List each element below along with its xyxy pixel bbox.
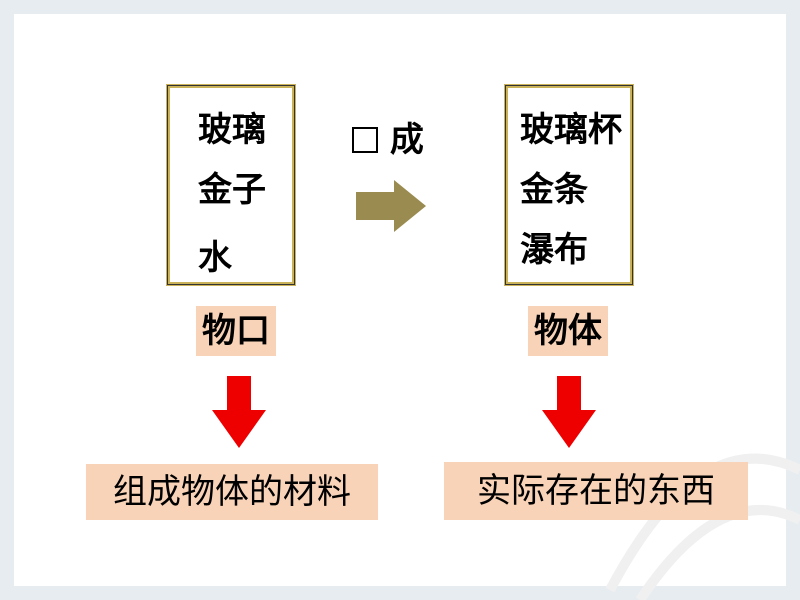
down-arrow-icon <box>542 376 596 448</box>
object-label: 物体 <box>528 306 608 356</box>
right-arrow-icon <box>356 180 426 232</box>
material-item: 金子 <box>198 170 266 210</box>
material-item: 玻璃 <box>198 110 266 150</box>
material-item: 水 <box>198 238 232 278</box>
material-box: 玻璃 金子 水 <box>166 84 296 286</box>
object-box: 玻璃杯 金条 瀑布 <box>504 84 634 286</box>
process-label: 成 <box>352 118 424 162</box>
object-item: 玻璃杯 <box>520 110 622 150</box>
down-arrow-icon <box>212 376 266 448</box>
substance-label: 物口 <box>196 306 276 356</box>
unrendered-glyph-box <box>352 127 378 153</box>
object-item: 瀑布 <box>520 230 588 270</box>
material-definition: 组成物体的材料 <box>86 464 378 520</box>
object-definition: 实际存在的东西 <box>444 462 748 520</box>
object-item: 金条 <box>520 170 588 210</box>
process-text: 成 <box>389 120 424 160</box>
